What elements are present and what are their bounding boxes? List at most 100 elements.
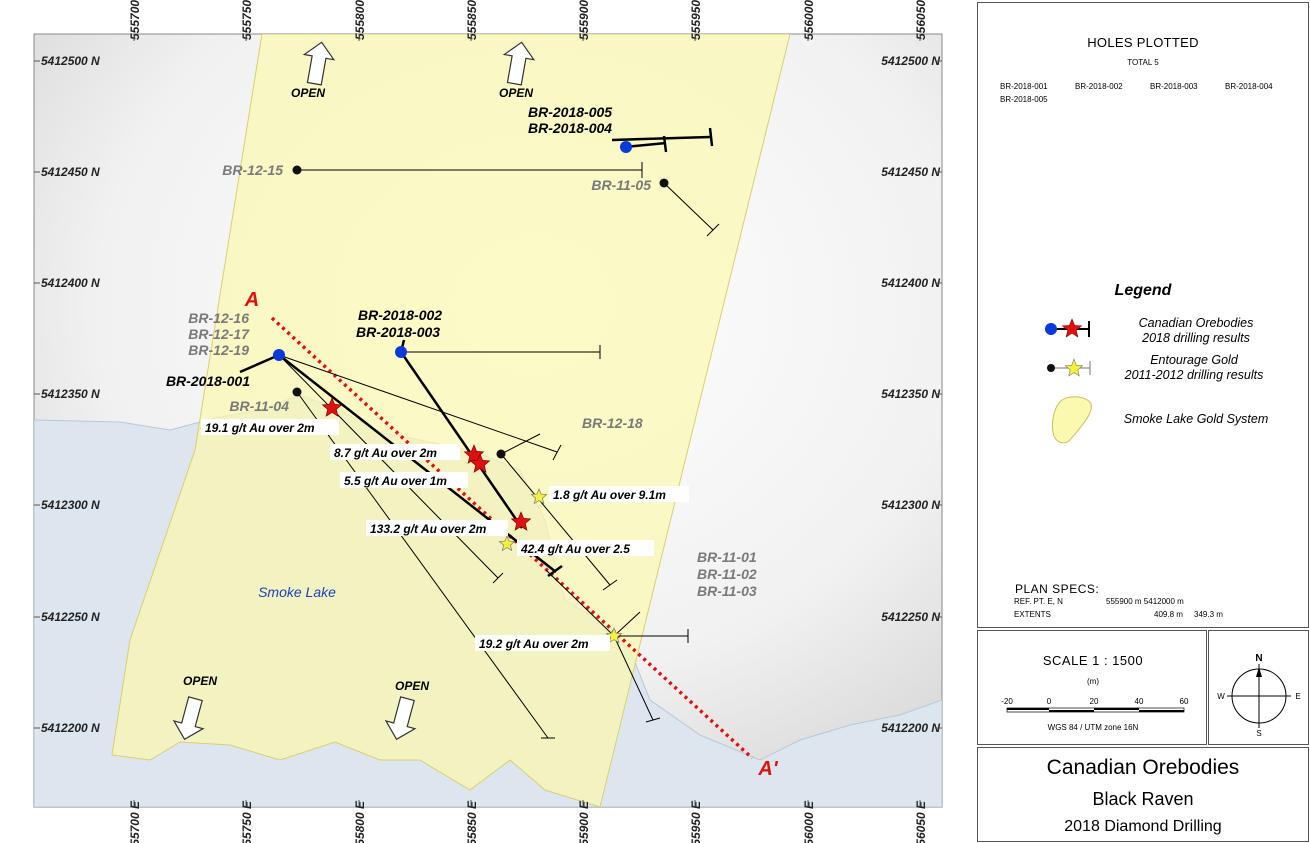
easting-tick-label: 555900 E	[577, 0, 591, 40]
hole-list-item: BR-2018-004	[1225, 82, 1273, 91]
easting-tick-label: 555850 E	[465, 0, 479, 40]
easting-tick-label: 556000 E	[802, 800, 816, 843]
star-2011-intercept	[530, 488, 548, 505]
intercept-label: 1.8 g/t Au over 9.1m	[549, 486, 689, 502]
easting-tick-label: 556000 E	[802, 0, 816, 40]
easting-tick-label: 555800 E	[353, 0, 367, 40]
easting-tick-label: 555900 E	[577, 800, 591, 843]
scale-tick-label: 20	[1090, 697, 1099, 706]
hole-labels: BR-2018-005 BR-2018-004 BR-12-15 BR-11-0…	[166, 104, 757, 599]
compass-icon: N S E W	[1217, 653, 1300, 738]
northing-tick-label: 5412300 N	[41, 498, 100, 512]
hole-label-br-12-19: BR-12-19	[188, 342, 249, 358]
collars-2018	[273, 141, 632, 361]
holes-plotted-title: HOLES PLOTTED	[1087, 35, 1199, 50]
ref-point-value: 555900 m 5412000 m	[1106, 597, 1184, 606]
hole-label-br-12-15: BR-12-15	[222, 162, 283, 178]
collars-2011-2012	[292, 165, 669, 459]
open-arrow-n1: OPEN	[291, 41, 336, 100]
easting-tick-label: 556050 E	[914, 800, 928, 843]
hole-label-br-12-17: BR-12-17	[188, 326, 250, 342]
easting-tick-label: 556050 E	[914, 0, 928, 40]
extents-value: 409.8 m 349.3 m	[1154, 610, 1223, 619]
northing-tick-label: 5412400 N	[41, 276, 100, 290]
gold-intercept-stars	[321, 397, 623, 644]
legend-icon-2011-2012	[1047, 358, 1091, 377]
smoke-lake-gold-system	[111, 34, 791, 807]
svg-text:19.2 g/t Au over 2m: 19.2 g/t Au over 2m	[479, 637, 589, 651]
easting-tick-label: 555800 E	[353, 800, 367, 843]
intercept-label: 19.2 g/t Au over 2m	[475, 635, 610, 651]
northing-tick-label: 5412300 N	[881, 498, 940, 512]
title-project: Black Raven	[1092, 789, 1194, 809]
intercept-label: 19.1 g/t Au over 2m	[201, 419, 339, 435]
legend-item-2018: Canadian Orebodies 2018 drilling results	[1106, 316, 1286, 346]
northing-tick-label: 5412250 N	[41, 610, 100, 624]
scale-title: SCALE 1 : 1500	[1042, 653, 1144, 668]
easting-tick-label: 555950 E	[689, 0, 703, 40]
hole-label-br-11-03: BR-11-03	[697, 583, 757, 599]
drill-traces-2018	[239, 127, 714, 578]
hole-list-item: BR-2018-003	[1150, 82, 1198, 91]
hole-label-br-2018-002: BR-2018-002	[358, 307, 442, 323]
intercept-label: 42.4 g/t Au over 2.5	[517, 540, 654, 556]
section-label-a-prime: A'	[757, 758, 778, 780]
hole-label-br-2018-001: BR-2018-001	[166, 373, 250, 389]
intercept-labels: 19.1 g/t Au over 2m 8.7 g/t Au over 2m 5…	[201, 419, 689, 651]
northing-tick-label: 5412250 N	[881, 610, 940, 624]
hole-label-br-12-16: BR-12-16	[188, 310, 249, 326]
open-arrow-s1: OPEN	[172, 674, 217, 741]
hole-list-item: BR-2018-001	[1000, 82, 1048, 91]
scale-panel: SCALE 1 : 1500 (m) -20 0 20 40 60 WGS 84…	[977, 630, 1207, 745]
open-arrow-s2: OPEN	[384, 679, 429, 741]
easting-tick-label: 555700 E	[128, 800, 142, 843]
compass-e: E	[1295, 692, 1300, 701]
star-2011-intercept	[498, 535, 516, 552]
open-label: OPEN	[183, 674, 217, 688]
title-program: 2018 Diamond Drilling	[1064, 818, 1222, 835]
open-arrow-n2: OPEN	[499, 41, 536, 100]
hole-label-br-11-02: BR-11-02	[697, 566, 757, 582]
intercept-label: 5.5 g/t Au over 1m	[340, 472, 468, 488]
projection-label: WGS 84 / UTM zone 16N	[1047, 723, 1139, 732]
compass-s: S	[1256, 729, 1261, 738]
easting-tick-label: 555700 E	[128, 0, 142, 40]
easting-tick-label: 555950 E	[689, 800, 703, 843]
svg-text:19.1 g/t Au over 2m: 19.1 g/t Au over 2m	[205, 421, 315, 435]
scale-tick-label: 60	[1180, 697, 1189, 706]
open-label: OPEN	[499, 86, 533, 100]
easting-tick-label: 555750 E	[240, 800, 254, 843]
legend-line: Canadian Orebodies	[1138, 316, 1254, 330]
northing-tick-label: 5412500 N	[881, 54, 940, 68]
northing-tick-label: 5412200 N	[881, 721, 940, 735]
scale-unit: (m)	[1087, 677, 1099, 686]
northing-tick-label: 5412200 N	[41, 721, 100, 735]
ref-point-label: REF. PT. E, N	[1014, 597, 1063, 606]
compass-n: N	[1255, 653, 1262, 664]
legend-line: 2018 drilling results	[1142, 331, 1250, 345]
hole-list-item: BR-2018-002	[1075, 82, 1123, 91]
plan-specs-title: PLAN SPECS:	[1015, 582, 1100, 596]
hole-label-br-2018-005: BR-2018-005	[528, 104, 612, 120]
star-2018-intercept	[510, 511, 532, 531]
intercept-label: 133.2 g/t Au over 2m	[366, 520, 508, 536]
open-label: OPEN	[395, 679, 429, 693]
svg-text:5.5 g/t Au over 1m: 5.5 g/t Au over 1m	[344, 474, 447, 488]
legend-line: 2011-2012 drilling results	[1124, 368, 1264, 382]
hole-list-item: BR-2018-005	[1000, 95, 1048, 104]
svg-text:1.8 g/t Au over 9.1m: 1.8 g/t Au over 9.1m	[553, 488, 666, 502]
compass-w: W	[1217, 692, 1225, 701]
title-block: Canadian Orebodies Black Raven 2018 Diam…	[977, 747, 1309, 842]
scale-tick-label: -20	[1001, 697, 1013, 706]
legend-item-gold-system: Smoke Lake Gold System	[1101, 412, 1291, 427]
north-arrow-panel: N S E W	[1208, 630, 1309, 745]
star-2018-intercept	[469, 453, 491, 473]
northing-tick-label: 5412350 N	[881, 387, 940, 401]
hole-label-br-12-18: BR-12-18	[582, 415, 643, 431]
svg-text:133.2 g/t Au over 2m: 133.2 g/t Au over 2m	[370, 522, 487, 536]
hole-label-br-11-04: BR-11-04	[229, 398, 289, 414]
legend-title: Legend	[1114, 282, 1172, 299]
